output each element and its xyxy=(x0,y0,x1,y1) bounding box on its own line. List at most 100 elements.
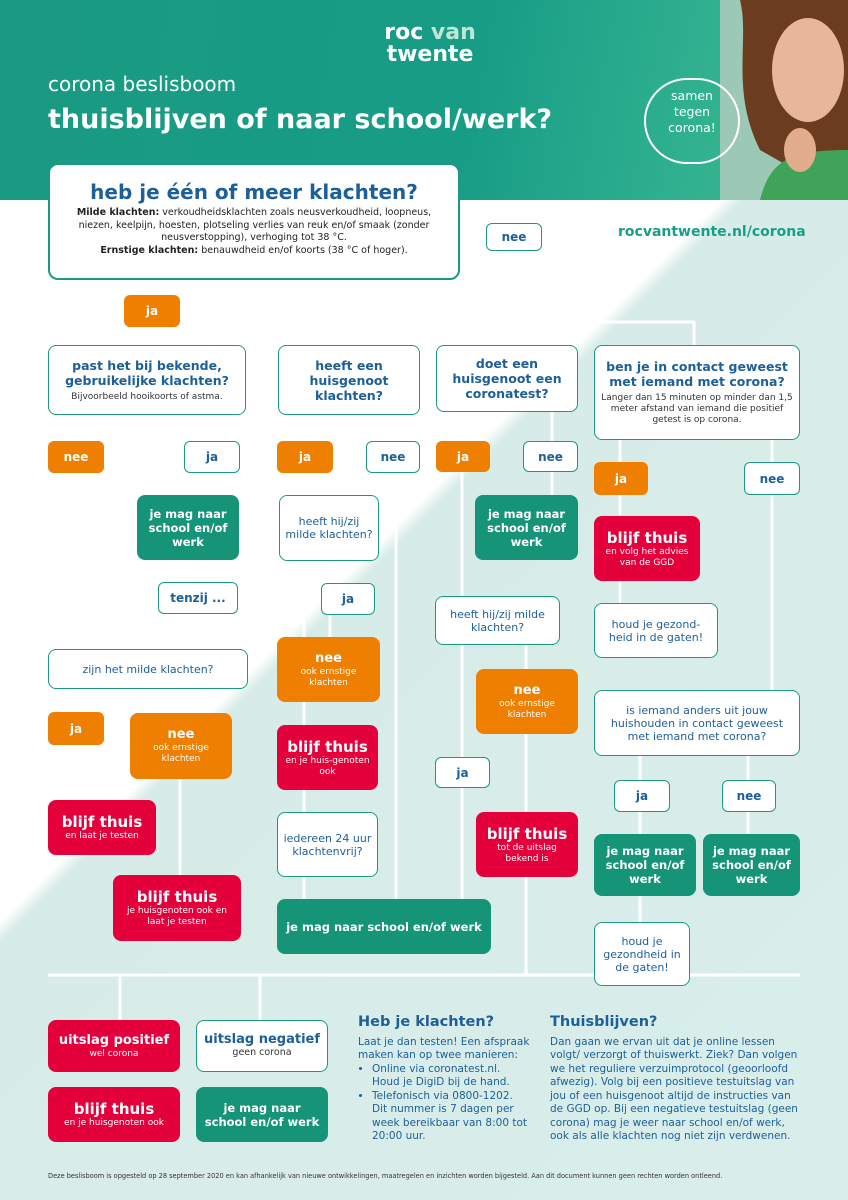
result-may-go-center: je mag naar school en/of werk xyxy=(277,899,491,954)
label-nee-q1: nee xyxy=(48,441,104,473)
nee-severe-col3-title: nee xyxy=(513,682,541,698)
stay-housemates-title: blijf thuis xyxy=(287,737,368,756)
info-complaints: Heb je klachten? Laat je dan testen! Een… xyxy=(358,1014,530,1144)
question-contact-corona: ben je in contact geweest met iemand met… xyxy=(594,345,800,440)
stay-until-title: blijf thuis xyxy=(486,824,568,843)
info-complaints-item-online: Online via coronatest.nl. Houd je DigiD … xyxy=(372,1063,530,1090)
stay-with-house-title: blijf thuis xyxy=(73,1100,155,1118)
label-nee-q2: nee xyxy=(366,441,420,473)
question-known-complaints: past het bij bekende, gebruikelijke klac… xyxy=(48,345,246,415)
nee-severe-col1-sub: ook ernstige klachten xyxy=(153,743,209,764)
info-complaints-title: Heb je klachten? xyxy=(358,1014,495,1030)
label-nee-q4: nee xyxy=(744,462,800,495)
positive-sub: wel corona xyxy=(89,1048,139,1059)
question-housemate-complaints: heeft een huisgenoot klachten? xyxy=(278,345,420,415)
result-negative: uitslag negatief geen corona xyxy=(196,1020,328,1072)
result-nee-severe-col2: nee ook ernstige klachten xyxy=(277,637,380,702)
logo-twente-text: twente xyxy=(386,42,474,67)
label-ja-mild: ja xyxy=(48,712,104,745)
stay-ggd-sub: en volg het advies van de GGD xyxy=(605,546,689,568)
positive-title: uitslag positief xyxy=(58,1032,170,1048)
label-ja-main: ja xyxy=(124,295,180,327)
label-ja-household: ja xyxy=(614,780,670,812)
result-stay-until-result: blijf thuis tot de uitslag bekend is xyxy=(476,812,578,877)
label-tenzij: tenzij ... xyxy=(158,582,238,614)
result-may-go-household-ja: je mag naar school en/of werk xyxy=(594,834,696,896)
result-nee-severe-col1: nee ook ernstige klachten xyxy=(130,713,232,779)
label-ja-q1: ja xyxy=(184,441,240,473)
main-question-title: heb je één of meer klachten? xyxy=(90,180,418,204)
label-nee-main: nee xyxy=(486,223,542,251)
label-ja-housemate-mild: ja xyxy=(321,583,375,615)
result-may-go-household-nee: je mag naar school en/of werk xyxy=(703,834,800,896)
label-ja-q2: ja xyxy=(277,441,333,473)
main-question: heb je één of meer klachten? Milde klach… xyxy=(48,163,460,280)
info-stay-home-text: Dan gaan we ervan uit dat je online less… xyxy=(550,1035,798,1143)
result-may-go-negative: je mag naar school en/of werk xyxy=(196,1087,328,1142)
result-stay-housemates: blijf thuis en je huis-genoten ook xyxy=(277,725,378,790)
nee-severe-col2-title: nee xyxy=(315,650,342,666)
stay-house-test-sub: je huisgenoten ook en laat je testen xyxy=(127,906,227,927)
note-watch-health: houd je gezond-heid in de gaten! xyxy=(594,603,718,658)
page-title: thuisblijven of naar school/werk? xyxy=(48,104,553,135)
result-stay-ggd: blijf thuis en volg het advies van de GG… xyxy=(594,516,700,581)
question-mild-complaints: zijn het milde klachten? xyxy=(48,649,248,689)
question-household-contact: is iemand anders uit jouw huishouden in … xyxy=(594,690,800,756)
mild-text: verkoudheidsklachten zoals neusverkoudhe… xyxy=(78,207,432,243)
question-test-mild: heeft hij/zij milde klachten? xyxy=(435,596,560,645)
stay-test-title: blijf thuis xyxy=(61,813,143,831)
result-positive: uitslag positief wel corona xyxy=(48,1020,180,1072)
info-complaints-list: Online via coronatest.nl. Houd je DigiD … xyxy=(358,1063,530,1144)
question-known-desc: Bijvoorbeeld hooikoorts of astma. xyxy=(71,391,223,402)
label-ja-q4: ja xyxy=(594,462,648,495)
stay-with-house-sub: en je huisgenoten ook xyxy=(64,1118,164,1128)
note-watch-health-2: houd je gezondheid in de gaten! xyxy=(594,922,690,986)
question-housemate-title: heeft een huisgenoot klachten? xyxy=(309,357,389,403)
bubble-line-2: tegen xyxy=(673,104,711,119)
result-stay-test: blijf thuis en laat je testen xyxy=(48,800,156,855)
info-complaints-item-phone: Telefonisch via 0800-1202. Dit nummer is… xyxy=(372,1090,530,1144)
mild-label: Milde klachten: xyxy=(76,207,160,218)
label-ja-q3: ja xyxy=(436,441,490,472)
main-question-desc: Milde klachten: verkoudheidsklachten zoa… xyxy=(60,207,448,257)
speech-bubble: samen tegen corona! xyxy=(644,78,740,164)
info-stay-home-title: Thuisblijven? xyxy=(550,1014,658,1030)
stay-housemates-sub: en je huis-genoten ook xyxy=(285,755,370,777)
nee-severe-col1-title: nee xyxy=(167,727,195,742)
question-contact-title: ben je in contact geweest met iemand met… xyxy=(606,359,788,389)
label-nee-household: nee xyxy=(722,780,776,812)
label-ja-test-mild: ja xyxy=(435,757,490,788)
info-complaints-intro: Laat je dan testen! Een afspraak maken k… xyxy=(358,1035,530,1062)
logo-roc-text: roc xyxy=(384,20,431,45)
stay-ggd-title: blijf thuis xyxy=(606,528,688,547)
severe-label: Ernstige klachten: xyxy=(100,244,199,256)
bubble-line-1: samen xyxy=(671,88,713,103)
stay-until-sub: tot de uitslag bekend is xyxy=(497,842,557,864)
question-24h-free: iedereen 24 uur klachtenvrij? xyxy=(277,812,378,877)
header-subtitle: corona beslisboom xyxy=(48,72,237,96)
footer-disclaimer: Deze beslisboom is opgesteld op 28 septe… xyxy=(48,1172,723,1180)
website-link[interactable]: rocvantwente.nl/corona xyxy=(618,224,806,240)
negative-title: uitslag negatief xyxy=(203,1032,321,1047)
portrait-photo xyxy=(720,0,848,200)
nee-severe-col2-sub: ook ernstige klachten xyxy=(300,666,357,688)
result-nee-severe-col3: nee ook ernstige klachten xyxy=(476,669,578,734)
negative-sub: geen corona xyxy=(232,1047,292,1058)
roc-van-twente-logo: roc van twente xyxy=(370,22,490,66)
question-housemate-mild: heeft hij/zij milde klachten? xyxy=(279,495,379,561)
result-stay-house-test: blijf thuis je huisgenoten ook en laat j… xyxy=(113,875,241,941)
question-known-title: past het bij bekende, gebruikelijke klac… xyxy=(65,357,229,388)
logo-van-text: van xyxy=(430,20,476,45)
info-stay-home: Thuisblijven? Dan gaan we ervan uit dat … xyxy=(550,1014,806,1144)
question-contact-desc: Langer dan 15 minuten op minder dan 1,5 … xyxy=(601,393,793,425)
nee-severe-col3-sub: ook ernstige klachten xyxy=(499,698,555,720)
result-stay-with-house: blijf thuis en je huisgenoten ook xyxy=(48,1087,180,1142)
stay-house-test-title: blijf thuis xyxy=(136,888,218,906)
result-may-go-q3: je mag naar school en/of werk xyxy=(475,495,578,560)
severe-text: benauwdheid en/of koorts (38 °C of hoger… xyxy=(198,244,408,256)
question-housemate-test: doet een huisgenoot een coronatest? xyxy=(436,345,578,412)
question-test-title: doet een huisgenoot een coronatest? xyxy=(452,356,562,401)
stay-test-sub: en laat je testen xyxy=(65,831,139,841)
label-nee-q3: nee xyxy=(523,441,578,472)
result-may-go-q1: je mag naar school en/of werk xyxy=(137,495,239,560)
